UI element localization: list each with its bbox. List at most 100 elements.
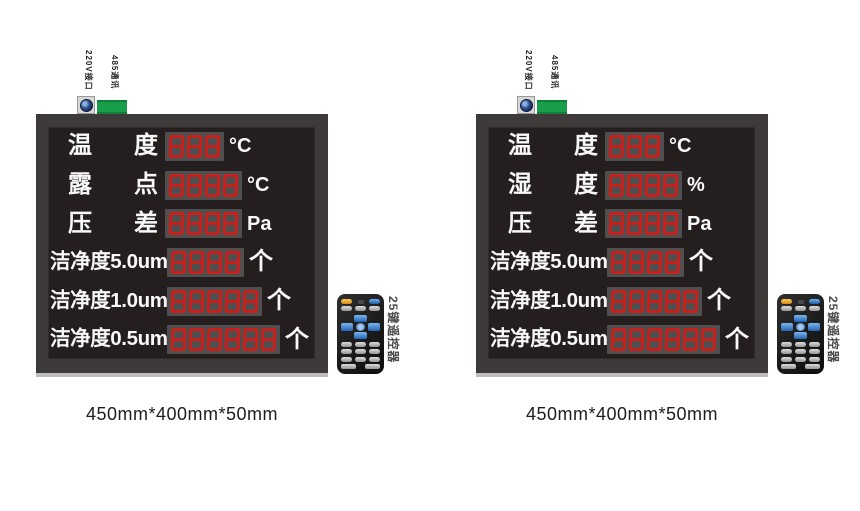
seven-segment-digit xyxy=(627,174,643,197)
display-row: 露点 °C xyxy=(48,166,315,205)
led-display xyxy=(607,247,684,277)
remote-button xyxy=(369,349,380,355)
remote-button xyxy=(781,341,792,347)
remote-button xyxy=(341,363,356,369)
seven-segment-digit xyxy=(609,174,625,197)
row-label-char: 点 xyxy=(134,171,158,198)
remote-button xyxy=(809,306,820,312)
remote-button xyxy=(369,356,380,362)
seven-segment-digit xyxy=(645,174,661,197)
row-label: 湿度 xyxy=(508,173,605,197)
seven-segment-digit xyxy=(189,251,205,274)
unit-label: 个 xyxy=(267,287,291,315)
row-label: 温度 xyxy=(68,134,165,158)
seven-segment-digit xyxy=(665,328,681,351)
seven-segment-digit xyxy=(645,135,661,158)
seven-segment-digit xyxy=(207,290,223,313)
led-display xyxy=(605,209,682,239)
led-display xyxy=(167,286,262,316)
power-port-label: 220V接口 xyxy=(524,50,533,91)
seven-segment-digit xyxy=(169,174,185,197)
unit-label: 个 xyxy=(707,287,731,315)
seven-segment-digit xyxy=(647,251,663,274)
led-display xyxy=(607,325,720,355)
row-label: 压差 xyxy=(68,209,165,237)
remote-label: 25键遥控器 xyxy=(826,296,840,364)
row-label: 温度 xyxy=(508,134,605,158)
remote-button xyxy=(341,341,352,347)
seven-segment-digit xyxy=(205,135,221,158)
unit-label: °C xyxy=(229,135,252,158)
seven-segment-digit xyxy=(223,212,239,235)
rs485-port-label: 485通讯 xyxy=(550,55,559,90)
row-label: 洁净度0.5um xyxy=(490,327,608,351)
seven-segment-digit xyxy=(205,174,221,197)
seven-segment-digit xyxy=(611,251,627,274)
remote-button xyxy=(355,341,366,347)
row-label-char: 压 xyxy=(68,209,92,237)
power-connector-icon xyxy=(517,96,535,114)
seven-segment-digit xyxy=(627,212,643,235)
dpad-down-icon xyxy=(354,331,367,339)
row-label: 洁净度5.0um xyxy=(50,250,168,274)
dpad-ok-icon xyxy=(356,322,365,331)
remote-button xyxy=(369,306,380,312)
seven-segment-digit xyxy=(225,251,241,274)
seven-segment-digit xyxy=(225,290,241,313)
display-row: 洁净度0.5um 个 xyxy=(488,320,755,359)
row-label-char: 度 xyxy=(134,132,158,160)
remote-ir-window xyxy=(357,299,364,304)
row-label: 露点 xyxy=(68,173,165,197)
power-socket-icon xyxy=(79,98,93,112)
remote-button xyxy=(355,356,366,362)
row-label-char: 温 xyxy=(508,132,532,160)
remote-button xyxy=(355,349,366,355)
seven-segment-digit xyxy=(663,212,679,235)
seven-segment-digit xyxy=(609,135,625,158)
unit-label: 个 xyxy=(689,248,713,276)
dpad-right-icon xyxy=(368,322,380,331)
seven-segment-digit xyxy=(629,251,645,274)
power-socket-icon xyxy=(519,98,533,112)
seven-segment-digit xyxy=(207,251,223,274)
seven-segment-digit xyxy=(171,290,187,313)
remote-power-button xyxy=(341,299,352,304)
dimensions-caption: 450mm*400mm*50mm xyxy=(85,404,279,424)
seven-segment-digit xyxy=(665,251,681,274)
seven-segment-digit xyxy=(243,290,259,313)
seven-segment-digit xyxy=(683,328,699,351)
seven-segment-digit xyxy=(647,328,663,351)
remote-button xyxy=(795,349,806,355)
rs485-terminal-icon xyxy=(97,100,127,114)
seven-segment-digit xyxy=(169,135,185,158)
remote-button xyxy=(365,363,380,369)
remote-control xyxy=(777,294,824,374)
row-label-char: 差 xyxy=(134,209,158,237)
seven-segment-digit xyxy=(189,328,205,351)
dpad-up-icon xyxy=(354,314,367,322)
seven-segment-digit xyxy=(171,251,187,274)
unit-label: °C xyxy=(669,135,692,158)
remote-function-button xyxy=(369,299,380,304)
row-label: 洁净度0.5um xyxy=(50,327,168,351)
remote-function-button xyxy=(809,299,820,304)
remote-power-button xyxy=(781,299,792,304)
seven-segment-digit xyxy=(169,212,185,235)
rs485-port-label: 485通讯 xyxy=(110,55,119,90)
remote-button xyxy=(781,349,792,355)
unit-label: 个 xyxy=(725,325,749,353)
remote-dpad xyxy=(781,314,820,339)
remote-button xyxy=(805,363,820,369)
dpad-down-icon xyxy=(794,331,807,339)
unit-label: °C xyxy=(247,174,270,196)
dpad-up-icon xyxy=(794,314,807,322)
seven-segment-digit xyxy=(645,212,661,235)
seven-segment-digit xyxy=(627,135,643,158)
row-label: 洁净度1.0um xyxy=(50,288,168,312)
remote-button xyxy=(341,349,352,355)
